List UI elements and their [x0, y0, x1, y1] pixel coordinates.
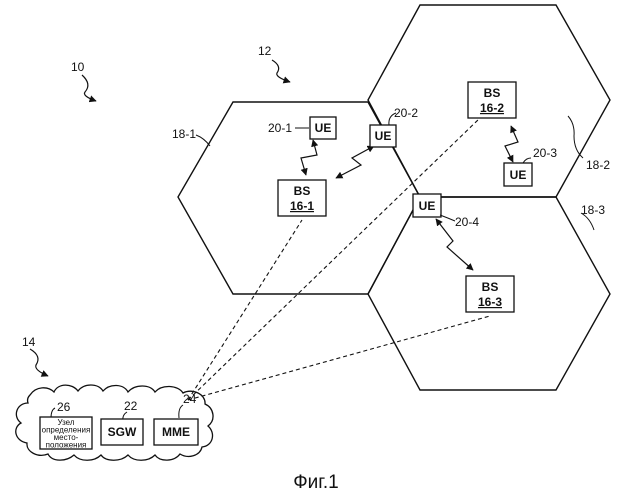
ref-12: 12	[258, 44, 272, 58]
bs-16-1-name: BS	[294, 184, 311, 198]
ref-10: 10	[71, 60, 85, 74]
ref-26: 26	[57, 400, 71, 414]
location-node-line-4: положения	[46, 441, 87, 450]
ue-20-2-name: UE	[375, 129, 392, 143]
pointer-10	[82, 75, 96, 101]
link-core-bs-16-2	[188, 118, 480, 400]
leader-20-3	[523, 158, 531, 163]
bs-16-2-ref: 16-2	[480, 101, 504, 115]
pointer-14	[30, 349, 48, 376]
pointer-12	[272, 60, 290, 82]
ue-20-1: UE	[310, 117, 336, 139]
ue-20-3: UE	[504, 163, 532, 186]
figure-caption: Фиг.1	[293, 472, 339, 493]
ue-20-3-name: UE	[510, 168, 527, 182]
label-cell-18-1: 18-1	[172, 127, 196, 141]
ref-22: 22	[124, 399, 138, 413]
bs-16-3-name: BS	[482, 280, 499, 294]
leader-20-4	[440, 215, 455, 221]
bs-16-3-ref: 16-3	[478, 295, 502, 309]
sgw-label: SGW	[108, 425, 137, 439]
label-cell-18-2: 18-2	[586, 158, 610, 172]
sgw-22: SGW	[101, 419, 143, 445]
bs-16-1: BS 16-1	[278, 180, 326, 216]
bs-16-2-name: BS	[484, 86, 501, 100]
label-ue-20-1: 20-1	[268, 121, 292, 135]
label-cell-18-3: 18-3	[581, 203, 605, 217]
bs-16-1-ref: 16-1	[290, 199, 314, 213]
mme-24: MME	[154, 419, 198, 445]
ref-14: 14	[22, 335, 36, 349]
label-ue-20-2: 20-2	[394, 106, 418, 120]
ue-20-4: UE	[413, 194, 441, 217]
radio-link-ue20-3-bs16-2	[505, 126, 518, 162]
bs-16-3: BS 16-3	[466, 276, 514, 312]
ue-20-4-name: UE	[419, 199, 436, 213]
radio-link-ue20-1-bs16-1	[301, 140, 317, 175]
ref-24: 24	[183, 392, 197, 406]
label-ue-20-3: 20-3	[533, 146, 557, 160]
leader-24	[179, 405, 183, 418]
bs-16-2: BS 16-2	[468, 82, 516, 118]
location-node-26: Узел определения место- положения	[40, 417, 92, 450]
ue-20-2: UE	[370, 125, 396, 147]
mme-label: MME	[162, 425, 190, 439]
ue-20-1-name: UE	[315, 121, 332, 135]
radio-link-ue20-2-bs16-1	[336, 146, 374, 178]
label-ue-20-4: 20-4	[455, 215, 479, 229]
